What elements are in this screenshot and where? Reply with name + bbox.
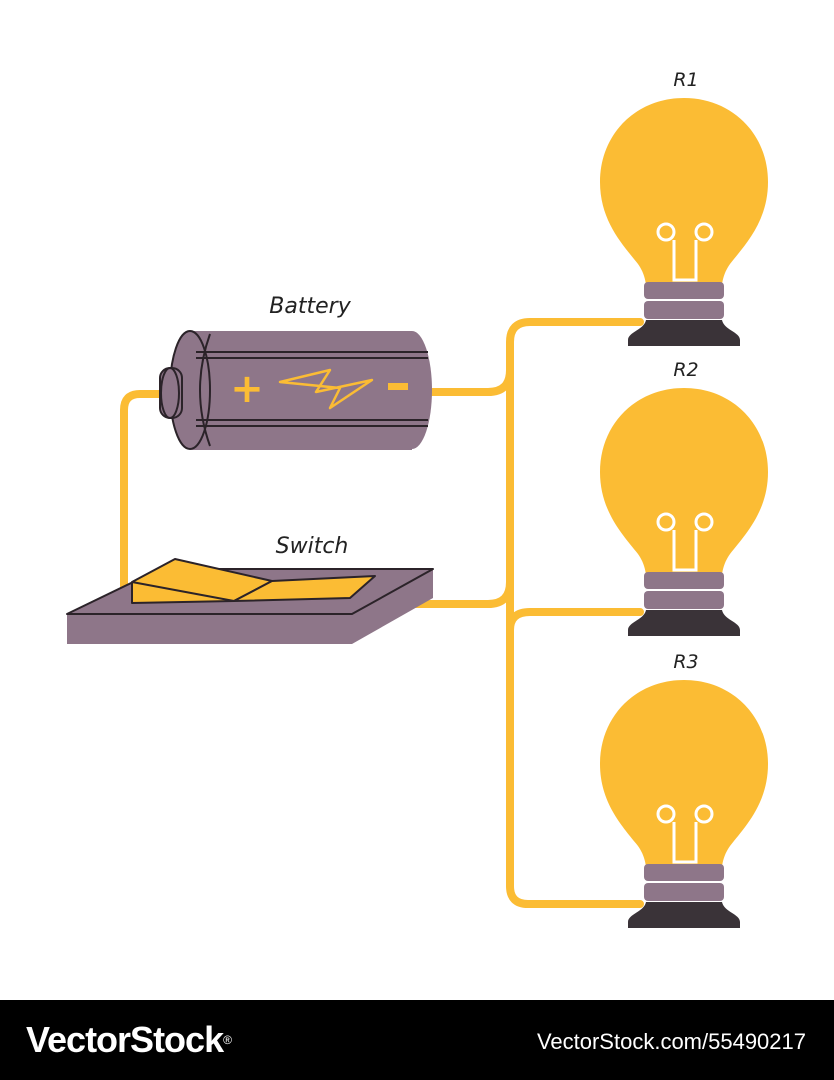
switch xyxy=(66,558,434,644)
lightning-icon xyxy=(278,368,374,410)
brand-name: VectorStock xyxy=(26,1019,224,1060)
bulb-r1 xyxy=(600,98,768,346)
bulb-r3 xyxy=(600,680,768,928)
switch-lever-edge xyxy=(131,581,235,602)
bulb-r1-base-cap xyxy=(628,320,740,346)
circuit-svg: + Battery Switch R1 R2 R3 xyxy=(66,69,768,928)
bulb-r2-glass xyxy=(600,388,768,582)
wire-battery-to-switch xyxy=(120,390,166,592)
bulb-r3-label: R3 xyxy=(673,651,698,673)
battery-negative-symbol xyxy=(388,383,408,390)
switch-label: Switch xyxy=(276,534,349,559)
bulb-r2-filament xyxy=(656,512,714,572)
bulb-r2-label: R2 xyxy=(673,359,698,381)
wires xyxy=(120,318,644,908)
registered-mark: ® xyxy=(223,1033,232,1047)
bulb-r3-filament xyxy=(656,804,714,864)
battery: + xyxy=(159,330,432,450)
battery-positive-symbol: + xyxy=(230,366,264,412)
battery-label: Battery xyxy=(269,294,351,319)
bulb-r2-base-ring-1 xyxy=(644,572,724,589)
bulb-r1-label: R1 xyxy=(673,69,698,91)
switch-base-front xyxy=(67,614,352,644)
wire-battery-to-bus xyxy=(428,366,514,396)
vectorstock-logo[interactable]: VectorStock® xyxy=(26,1018,232,1062)
bulb-r3-base-ring-2 xyxy=(644,883,724,901)
bulb-r2-base-cap xyxy=(628,610,740,636)
battery-body xyxy=(190,331,412,450)
wire-bus-vertical xyxy=(506,366,644,908)
bulb-r1-filament xyxy=(656,222,714,282)
circuit-diagram: + Battery Switch R1 R2 R3 xyxy=(66,69,768,928)
battery-inner-ring xyxy=(199,333,211,447)
battery-terminal-ring xyxy=(160,367,180,419)
bulb-r1-base-ring-1 xyxy=(644,282,724,299)
bulb-r3-base-cap xyxy=(628,902,740,928)
switch-lever-flat xyxy=(233,575,376,602)
bulb-r3-glass xyxy=(600,680,768,874)
bulb-r1-glass xyxy=(600,98,768,292)
bulb-r3-base-ring-1 xyxy=(644,864,724,881)
stock-id-link[interactable]: VectorStock.com/55490217 xyxy=(536,1029,806,1054)
switch-base-side xyxy=(352,569,433,644)
bulb-r1-base-ring-2 xyxy=(644,301,724,319)
bulb-r2 xyxy=(600,388,768,636)
wire-bus-to-r2 xyxy=(506,608,644,634)
wire-bus-to-r1 xyxy=(506,318,644,374)
bulb-r2-base-ring-2 xyxy=(644,591,724,609)
watermark-footer: VectorStock® VectorStock.com/55490217 xyxy=(0,1000,834,1080)
